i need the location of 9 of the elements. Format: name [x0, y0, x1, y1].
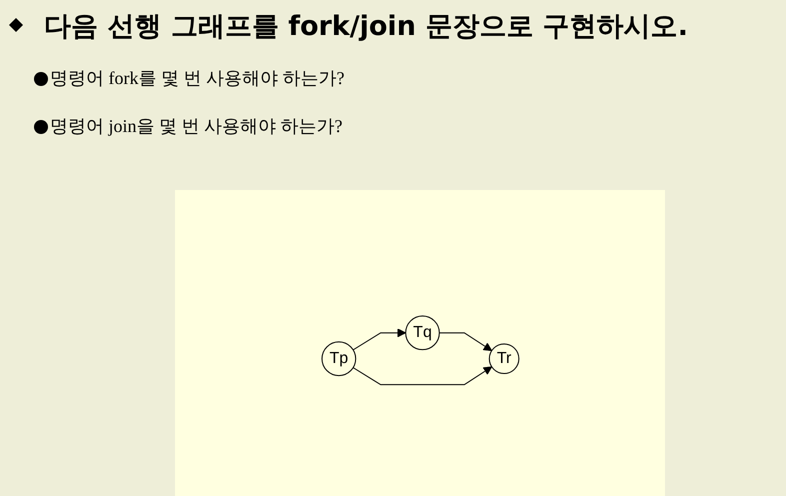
arrow: [352, 366, 492, 385]
node-circle: Tq: [404, 315, 440, 350]
title: 다음 선행 그래프를 fork/join 문장으로 구현하시오.: [44, 10, 688, 44]
arrow: [438, 332, 492, 351]
question-text: 명령어 fork를 몇 번 사용해야 하는가?: [50, 67, 344, 90]
arrow: [352, 328, 406, 350]
node-circle: Tp: [321, 341, 356, 376]
node-circle: Tr: [488, 343, 519, 374]
question-text: 명령어 join을 몇 번 사용해야 하는가?: [50, 115, 342, 138]
